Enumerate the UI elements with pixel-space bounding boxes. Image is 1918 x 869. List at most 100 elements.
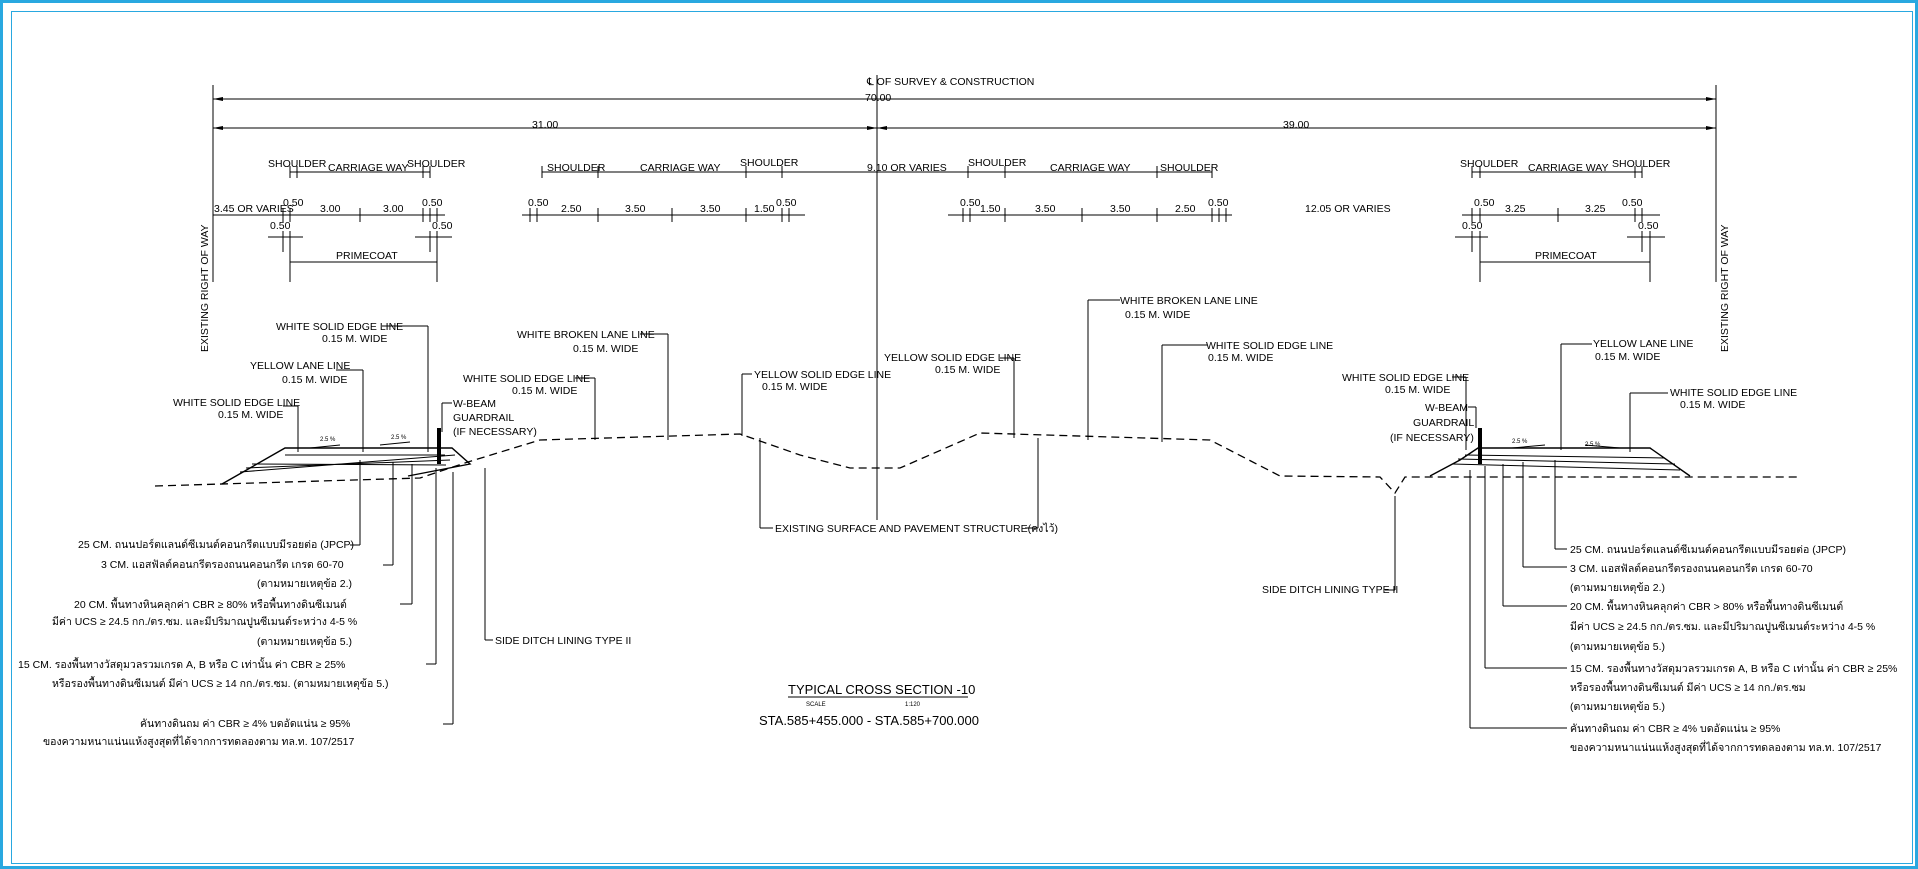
slope-l1: 2.5 % xyxy=(320,437,336,443)
carriage-way-label-m2: CARRIAGE WAY xyxy=(1050,162,1131,174)
slope-l2: 2.5 % xyxy=(391,435,407,441)
dim-050-6: 0.50 xyxy=(1208,197,1229,209)
wsel-width-3: 0.15 M. WIDE xyxy=(512,385,577,397)
wsel-label-3: WHITE SOLID EDGE LINE xyxy=(463,373,590,385)
layer-l2: 3 CM. แอสฟัลต์คอนกรีตรองถนนคอนกรีต เกรด … xyxy=(101,558,344,571)
wbll-label-1: WHITE BROKEN LANE LINE xyxy=(517,329,655,341)
layer-l4: 15 CM. รองพื้นทางวัสดุมวลรวมเกรด A, B หร… xyxy=(18,657,345,671)
dim-050-7: 0.50 xyxy=(1474,197,1495,209)
left-marking-labels: WHITE SOLID EDGE LINE 0.15 M. WIDE YELLO… xyxy=(173,321,537,452)
right-width-dim: 39.00 xyxy=(1283,119,1309,131)
layer-r4: 15 CM. รองพื้นทางวัสดุมวลรวมเกรด A, B หร… xyxy=(1570,661,1897,675)
dim-050-8: 0.50 xyxy=(1622,197,1643,209)
layer-r3b: มีค่า UCS ≥ 24.5 กก./ตร.ซม. และมีปริมาณป… xyxy=(1570,620,1875,633)
carriage-way-label-m1: CARRIAGE WAY xyxy=(640,162,721,174)
wbll-label-2: WHITE BROKEN LANE LINE xyxy=(1120,295,1258,307)
dim-350-2: 3.50 xyxy=(700,203,721,215)
shoulder-label-m1: SHOULDER xyxy=(547,162,606,174)
dim-050-10: 0.50 xyxy=(432,220,453,232)
shoulder-label-r2: SHOULDER xyxy=(1612,158,1671,170)
primecoat-label-r: PRIMECOAT xyxy=(1535,250,1597,262)
layer-l5: คันทางดินถม ค่า CBR ≥ 4% บดอัดแน่น ≥ 95% xyxy=(140,718,350,730)
wbll-width-1: 0.15 M. WIDE xyxy=(573,343,638,355)
layer-l3b: มีค่า UCS ≥ 24.5 กก./ตร.ซม. และมีปริมาณป… xyxy=(52,615,357,628)
wbll-width-2: 0.15 M. WIDE xyxy=(1125,309,1190,321)
if-necessary-label-r: (IF NECESSARY) xyxy=(1390,432,1474,444)
if-necessary-label-l: (IF NECESSARY) xyxy=(453,426,537,438)
layer-l5b: ของความหนาแน่นแห้งสูงสุดที่ได้จากการทดลอ… xyxy=(43,734,355,748)
layer-r3-note: (ตามหมายเหตุข้อ 5.) xyxy=(1570,641,1665,653)
layer-l2-note: (ตามหมายเหตุข้อ 2.) xyxy=(257,578,352,590)
layer-l4b: หรือรองพื้นทางดินซีเมนต์ มีค่า UCS ≥ 14 … xyxy=(52,676,388,690)
carriage-way-label-r: CARRIAGE WAY xyxy=(1528,162,1609,174)
row-label-right: EXISTING RIGHT OF WAY xyxy=(1719,224,1731,352)
top-dimensions: ℄ OF SURVEY & CONSTRUCTION 70.00 31.00 3… xyxy=(212,75,1717,520)
layer-r5b: ของความหนาแน่นแห้งสูงสุดที่ได้จากการทดลอ… xyxy=(1570,740,1882,754)
slope-r1: 2.5 % xyxy=(1512,439,1528,445)
median-dim: 9.10 OR VARIES xyxy=(867,162,947,174)
dim-050-12: 0.50 xyxy=(1638,220,1659,232)
drawing-frame-inner xyxy=(11,11,1913,864)
dim-050-11: 0.50 xyxy=(1462,220,1483,232)
title-main: TYPICAL CROSS SECTION -10 xyxy=(788,682,975,697)
shoulder-label-r1: SHOULDER xyxy=(1460,158,1519,170)
dim-050-3: 0.50 xyxy=(528,197,549,209)
guardrail-label-l: GUARDRAIL xyxy=(453,412,514,424)
dim-050-5: 0.50 xyxy=(960,197,981,209)
ysel-width-2: 0.15 M. WIDE xyxy=(935,364,1000,376)
side-ditch-label-l: SIDE DITCH LINING TYPE II xyxy=(495,635,631,647)
wsel-label-4: WHITE SOLID EDGE LINE xyxy=(1206,340,1333,352)
slope-r2: 2.5 % xyxy=(1585,442,1601,448)
row-label-left: EXISTING RIGHT OF WAY xyxy=(199,224,211,352)
layer-r3: 20 CM. พื้นทางหินคลุกค่า CBR > 80% หรือพ… xyxy=(1570,599,1843,613)
dim-right-outer: 12.05 OR VARIES xyxy=(1305,203,1391,215)
shoulder-label-m3: SHOULDER xyxy=(968,157,1027,169)
center-marking-labels: WHITE BROKEN LANE LINE 0.15 M. WIDE WHIT… xyxy=(463,295,1333,535)
guardrail-label-r: GUARDRAIL xyxy=(1413,417,1474,429)
shoulder-label-m4: SHOULDER xyxy=(1160,162,1219,174)
dim-350-4: 3.50 xyxy=(1110,203,1131,215)
layer-l1: 25 CM. ถนนปอร์ตแลนด์ซีเมนต์คอนกรีตแบบมีร… xyxy=(78,538,354,551)
title-station: STA.585+455.000 - STA.585+700.000 xyxy=(759,713,979,728)
left-layer-labels: 25 CM. ถนนปอร์ตแลนด์ซีเมนต์คอนกรีตแบบมีร… xyxy=(18,460,631,748)
wsel-width-6: 0.15 M. WIDE xyxy=(1680,399,1745,411)
yll-width-1: 0.15 M. WIDE xyxy=(282,374,347,386)
side-ditch-label-r: SIDE DITCH LINING TYPE II xyxy=(1262,584,1398,596)
wsel-label-2: WHITE SOLID EDGE LINE xyxy=(173,397,300,409)
right-marking-labels: WHITE SOLID EDGE LINE 0.15 M. WIDE YELLO… xyxy=(1342,338,1797,452)
primecoat-label-l: PRIMECOAT xyxy=(336,250,398,262)
ysel-label-1: YELLOW SOLID EDGE LINE xyxy=(754,369,891,381)
drawing-title: TYPICAL CROSS SECTION -10 SCALE 1:120 ST… xyxy=(759,682,979,728)
layer-l3-note: (ตามหมายเหตุข้อ 5.) xyxy=(257,636,352,648)
wsel-label-5: WHITE SOLID EDGE LINE xyxy=(1342,372,1469,384)
ysel-label-2: YELLOW SOLID EDGE LINE xyxy=(884,352,1021,364)
wsel-label-6: WHITE SOLID EDGE LINE xyxy=(1670,387,1797,399)
layer-r4b: หรือรองพื้นทางดินซีเมนต์ มีค่า UCS ≥ 14 … xyxy=(1570,680,1806,694)
shoulder-label-l2: SHOULDER xyxy=(407,158,466,170)
lane-header-row: SHOULDER CARRIAGE WAY SHOULDER SHOULDER … xyxy=(268,157,1671,178)
dim-left-outer: 3.45 OR VARIES xyxy=(214,203,294,215)
layer-r2-note: (ตามหมายเหตุข้อ 2.) xyxy=(1570,582,1665,594)
layer-r4-note: (ตามหมายเหตุข้อ 5.) xyxy=(1570,701,1665,713)
right-layer-labels: 25 CM. ถนนปอร์ตแลนด์ซีเมนต์คอนกรีตแบบมีร… xyxy=(1262,460,1897,754)
dim-050-2: 0.50 xyxy=(422,197,443,209)
yll-width-2: 0.15 M. WIDE xyxy=(1595,351,1660,363)
layer-l3: 20 CM. พื้นทางหินคลุกค่า CBR ≥ 80% หรือพ… xyxy=(74,597,347,611)
dim-350-1: 3.50 xyxy=(625,203,646,215)
primecoat-row: 0.50 0.50 0.50 0.50 PRIMECOAT PRIMECOAT xyxy=(268,220,1665,282)
dim-150-2: 1.50 xyxy=(980,203,1001,215)
dim-050-4: 0.50 xyxy=(776,197,797,209)
existing-surface-label: EXISTING SURFACE AND PAVEMENT STRUCTURE(… xyxy=(775,522,1058,535)
dim-325-2: 3.25 xyxy=(1585,203,1606,215)
total-width-dim: 70.00 xyxy=(865,92,891,104)
dim-050-9: 0.50 xyxy=(270,220,291,232)
wbeam-label-l: W-BEAM xyxy=(453,398,496,410)
wbeam-label-r: W-BEAM xyxy=(1425,402,1468,414)
dim-300-2: 3.00 xyxy=(383,203,404,215)
layer-r2: 3 CM. แอสฟัลต์คอนกรีตรองถนนคอนกรีต เกรด … xyxy=(1570,562,1813,575)
wsel-width-1: 0.15 M. WIDE xyxy=(322,333,387,345)
carriage-way-label-l: CARRIAGE WAY xyxy=(328,162,409,174)
left-width-dim: 31.00 xyxy=(532,119,558,131)
